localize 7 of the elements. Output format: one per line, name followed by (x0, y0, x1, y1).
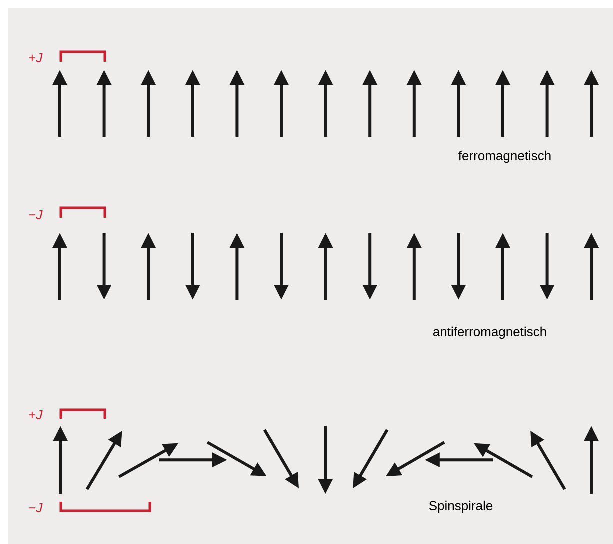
coupling-label: −J (29, 210, 43, 220)
coupling-label: +J (29, 53, 43, 63)
row-label: ferromagnetisch (458, 150, 551, 164)
coupling-label: −J (29, 503, 43, 513)
row-label: antiferromagnetisch (433, 326, 546, 340)
coupling-label: +J (29, 410, 43, 420)
row-label: Spinspirale (429, 500, 493, 514)
